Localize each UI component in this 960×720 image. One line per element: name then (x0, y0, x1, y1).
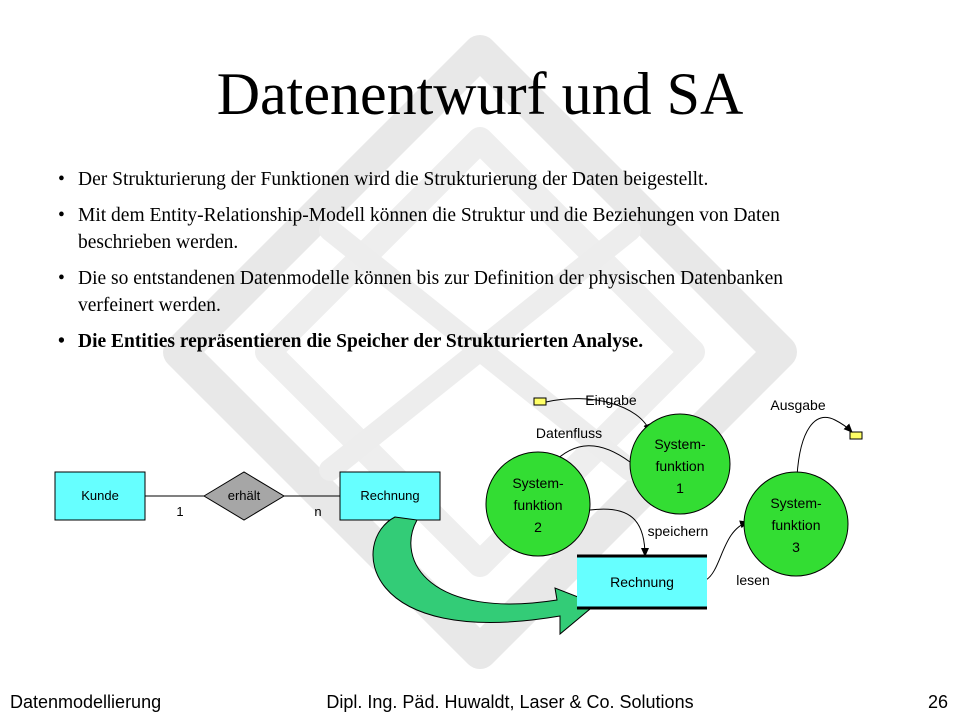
label-speichern: speichern (648, 523, 709, 539)
bullet-dot: • (58, 268, 65, 289)
bullet-dot: • (58, 331, 65, 352)
watermark-diamond-outer (163, 35, 797, 669)
bullet-item: • Die so entstandenen Datenmodelle können… (58, 265, 858, 319)
output-terminator (849, 431, 863, 440)
flow-speichern (589, 508, 649, 557)
function-3-line-1: System- (770, 495, 822, 511)
footer-page-number: 26 (927, 692, 948, 712)
bullet-dot: • (58, 169, 65, 190)
function-3-line-3: 3 (792, 539, 800, 555)
label-ausgabe: Ausgabe (770, 397, 825, 413)
function-2-line-1: System- (512, 475, 564, 491)
entity-kunde-label: Kunde (81, 488, 119, 503)
bullet-text: Die so entstandenen Datenmodelle können … (78, 268, 784, 316)
label-datenfluss: Datenfluss (536, 425, 602, 441)
system-function-2 (485, 451, 591, 557)
function-1-line-2: funktion (655, 458, 704, 474)
watermark-stroke-2 (319, 219, 641, 481)
label-lesen: lesen (736, 572, 769, 588)
data-store-rechnung (577, 556, 707, 608)
function-1-line-3: 1 (676, 480, 684, 496)
bullet-item: • Die Entities repräsentieren die Speiche… (58, 328, 858, 355)
function-2-line-2: funktion (513, 497, 562, 513)
system-function-3 (743, 471, 849, 577)
flow-lesen (705, 520, 749, 581)
entity-rechnung-label: Rechnung (360, 488, 419, 503)
function-3-line-2: funktion (771, 517, 820, 533)
label-eingabe: Eingabe (585, 392, 637, 408)
bullet-list: • Der Strukturierung der Funktionen wird … (58, 166, 858, 364)
cardinality-right: n (314, 504, 321, 519)
bullet-text: Mit dem Entity-Relationship-Modell könne… (78, 205, 780, 253)
flow-eingabe (545, 398, 651, 433)
watermark-diamond-inner (255, 127, 705, 577)
function-1-line-1: System- (654, 436, 706, 452)
bullet-text: Die Entities repräsentieren die Speicher… (78, 331, 644, 352)
relationship-label: erhält (228, 488, 261, 503)
input-terminator (533, 397, 547, 406)
bullet-item: • Mit dem Entity-Relationship-Modell könn… (58, 202, 858, 256)
store-label: Rechnung (610, 574, 674, 590)
cardinality-left: 1 (176, 504, 183, 519)
function-2-line-3: 2 (534, 519, 542, 535)
footer-left: Datenmodellierung (10, 692, 162, 712)
footer-center: Dipl. Ing. Päd. Huwaldt, Laser & Co. Sol… (326, 692, 694, 712)
entity-rechnung (339, 471, 441, 521)
bullet-text: Der Strukturierung der Funktionen wird d… (78, 169, 709, 190)
bullet-item: • Der Strukturierung der Funktionen wird … (58, 166, 858, 193)
flow-ausgabe (796, 417, 853, 477)
transform-arrow (372, 516, 597, 636)
slide-title: Datenentwurf und SA (216, 61, 744, 127)
bullet-dot: • (58, 205, 65, 226)
system-function-1 (629, 413, 731, 515)
